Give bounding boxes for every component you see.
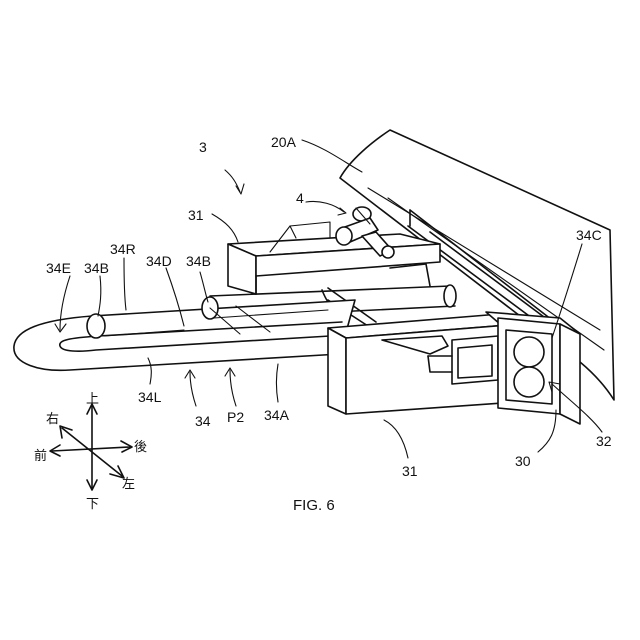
- direction-back: 後: [134, 439, 147, 454]
- u-tube-34: [14, 297, 355, 370]
- label-34L: 34L: [138, 389, 162, 405]
- label-31-bottom: 31: [402, 463, 418, 479]
- label-34: 34: [195, 413, 211, 429]
- figure-caption: FIG. 6: [293, 497, 335, 514]
- direction-down: 下: [86, 496, 99, 511]
- label-34B-mid: 34B: [186, 253, 211, 269]
- label-3: 3: [199, 139, 207, 155]
- label-34B-left: 34B: [84, 260, 109, 276]
- label-31-top: 31: [188, 207, 204, 223]
- label-P2: P2: [227, 409, 244, 425]
- label-34D: 34D: [146, 253, 172, 269]
- direction-front: 前: [34, 448, 47, 463]
- bracket-31-top: [228, 222, 440, 294]
- label-34A: 34A: [264, 407, 290, 423]
- label-34R: 34R: [110, 241, 136, 257]
- direction-compass: 上 右 前 後 左 下: [34, 391, 147, 511]
- direction-left: 左: [122, 476, 135, 491]
- direction-right: 右: [46, 411, 59, 426]
- label-34C: 34C: [576, 227, 602, 243]
- end-plate-30: [486, 312, 580, 424]
- label-32: 32: [596, 433, 612, 449]
- direction-up: 上: [86, 391, 99, 406]
- label-20A: 20A: [271, 134, 297, 150]
- label-34E: 34E: [46, 260, 71, 276]
- label-4: 4: [296, 190, 304, 206]
- label-30: 30: [515, 453, 531, 469]
